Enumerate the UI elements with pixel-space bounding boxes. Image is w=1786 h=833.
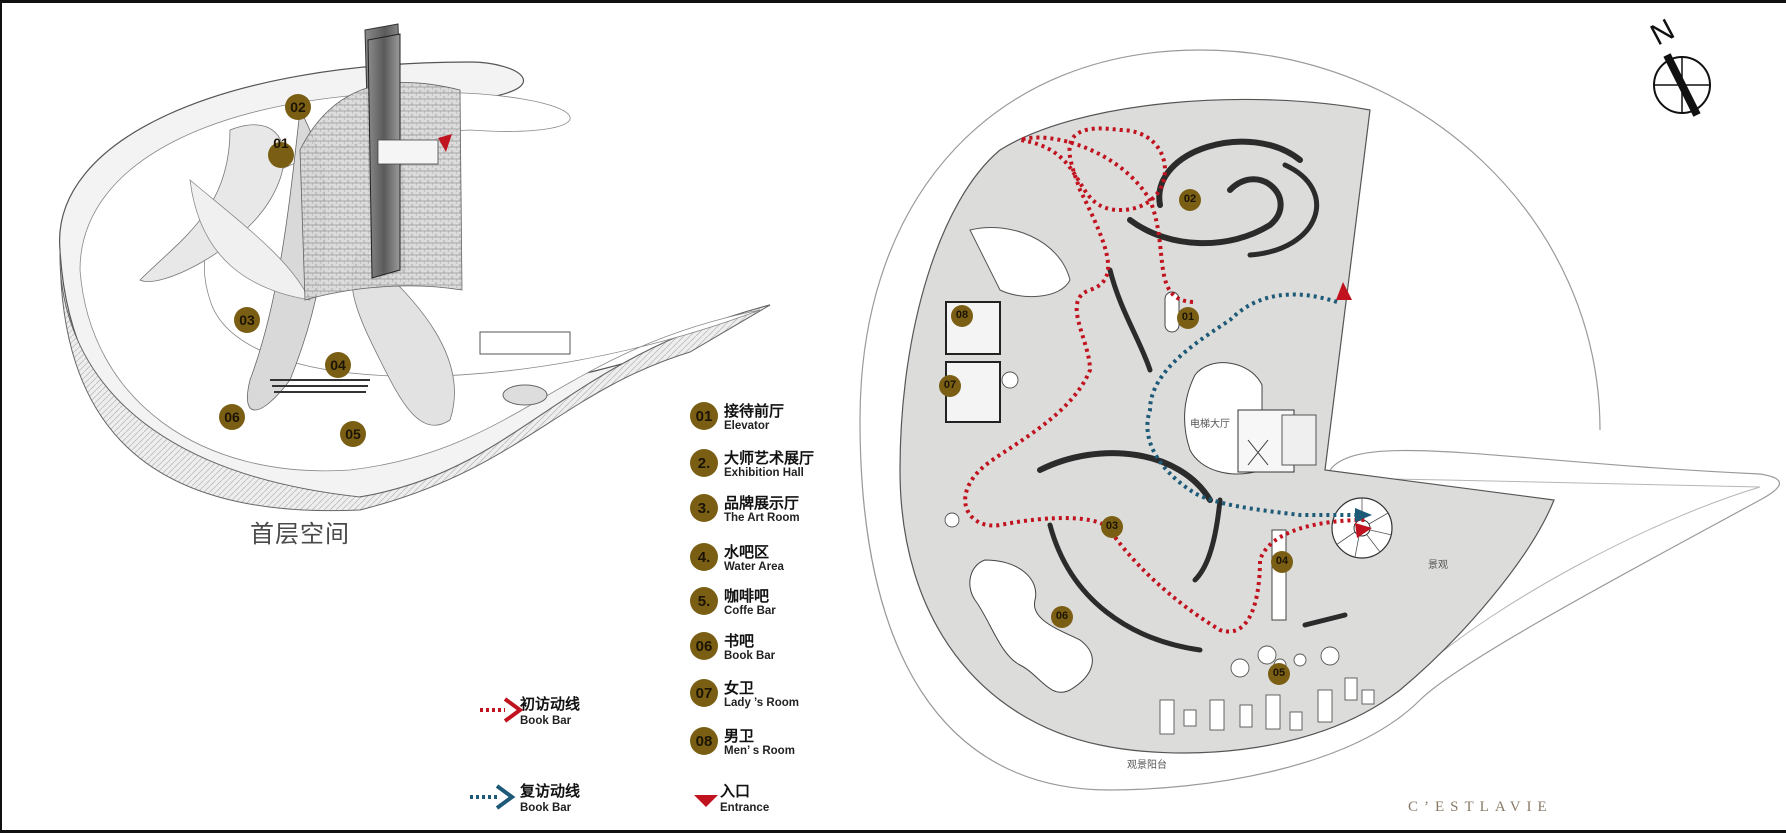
legend-en-label: Water Area [724,561,784,573]
legend-zh-label: 男卫 [724,727,755,745]
legend-en-label: The Art Room [724,512,800,524]
legend-marker: 08 [690,727,718,755]
legend-en-label: Book Bar [724,650,776,662]
legend-zh-label: 水吧区 [724,543,770,561]
plan-west-stair [969,226,1071,298]
legend-en-label: Exhibition Hall [724,467,804,479]
legend-zh-label: 大师艺术展厅 [724,449,815,467]
legend-marker: 5. [690,587,718,615]
axo-stair-lines [270,379,370,393]
legend-zh-label: 品牌展示厅 [724,494,800,512]
legend-en-label: Coffe Bar [724,605,776,617]
legend-marker: 07 [690,679,718,707]
frame-left-border [0,0,2,833]
axo-tower-balcony [377,139,439,165]
plan-marker-04: 04 [1275,555,1289,567]
plan-marker-07: 07 [943,379,957,391]
axo-title: 首层空间 [250,520,350,548]
plan-label-terrace: 观景阳台 [1127,760,1167,771]
legend-marker: 06 [690,632,718,660]
axo-marker-05: 05 [345,426,361,442]
plan-marker-03: 03 [1105,520,1119,532]
plan-label-lift: 电梯大厅 [1190,419,1230,430]
legend-zh-label: 接待前厅 [724,402,785,420]
plan-entrance-arrow [1336,282,1352,300]
plan-outer-outline [859,49,1781,791]
axo-marker-06: 06 [224,409,240,425]
legend-marker: 01 [690,402,718,430]
route-en-label: Book Bar [520,802,572,814]
plan-bookbar-shelf [969,559,1093,693]
axo-marker-04: 04 [330,357,346,373]
plan-label-outdoor: 景观 [1428,560,1448,571]
legend-marker: 2. [690,449,718,477]
plan-marker-01: 01 [1181,311,1195,323]
plan-water-counter [1271,529,1287,621]
axo-marker-03: 03 [239,312,255,328]
plan-marker-05: 05 [1272,667,1286,679]
axo-marker-01: 01 [273,135,289,151]
axo-entrance-arrow [438,134,452,152]
plan-elevator-x [1247,439,1269,466]
axo-window-strip [479,331,571,355]
axo-marker-group [219,94,366,447]
route-zh-label: 初访动线 [520,695,581,713]
plan-marker-06: 06 [1055,610,1069,622]
plan-seating [1159,677,1375,735]
plan-marker-02: 02 [1183,193,1197,205]
legend-en-label: Elevator [724,420,770,432]
route-zh-label: 复访动线 [520,782,581,800]
legend-zh-label: 书吧 [724,632,755,650]
legend-en-label: Men’ s Room [724,745,795,757]
plan-marker-group [939,189,1293,685]
route-en-label: Book Bar [520,715,572,727]
plan-toilet-men [945,301,1001,355]
frame-top-border [0,0,1786,3]
axo-facade-band [59,249,771,512]
plan-first-arrowhead [1355,523,1372,538]
axo-sail-wall-3 [351,249,455,426]
plan-return-arrowhead [1355,508,1372,522]
axo-bench [502,384,548,406]
legend-route-icons [470,697,718,810]
legend-marker: 4. [690,543,718,571]
axo-sail-wall-4 [189,179,311,301]
plan-walls [1037,138,1348,653]
frame-bottom-border [0,830,1786,833]
axo-marker-02: 02 [290,99,306,115]
legend-zh-label: 女卫 [724,679,755,697]
legend-en-label: Lady ’s Room [724,697,799,709]
brand-wordmark: C’ESTLAVIE [1408,799,1553,815]
compass-icon [1653,53,1711,117]
plan-elevator-2 [1281,414,1317,466]
legend-zh-label: 咖啡吧 [724,587,770,605]
plan-return-visit-route [1145,292,1355,517]
route-zh-label: 入口 [720,782,751,800]
route-en-label: Entrance [720,802,770,814]
plan-marker-08: 08 [955,309,969,321]
plan-tail-inner [1329,477,1761,671]
legend-marker: 3. [690,494,718,522]
